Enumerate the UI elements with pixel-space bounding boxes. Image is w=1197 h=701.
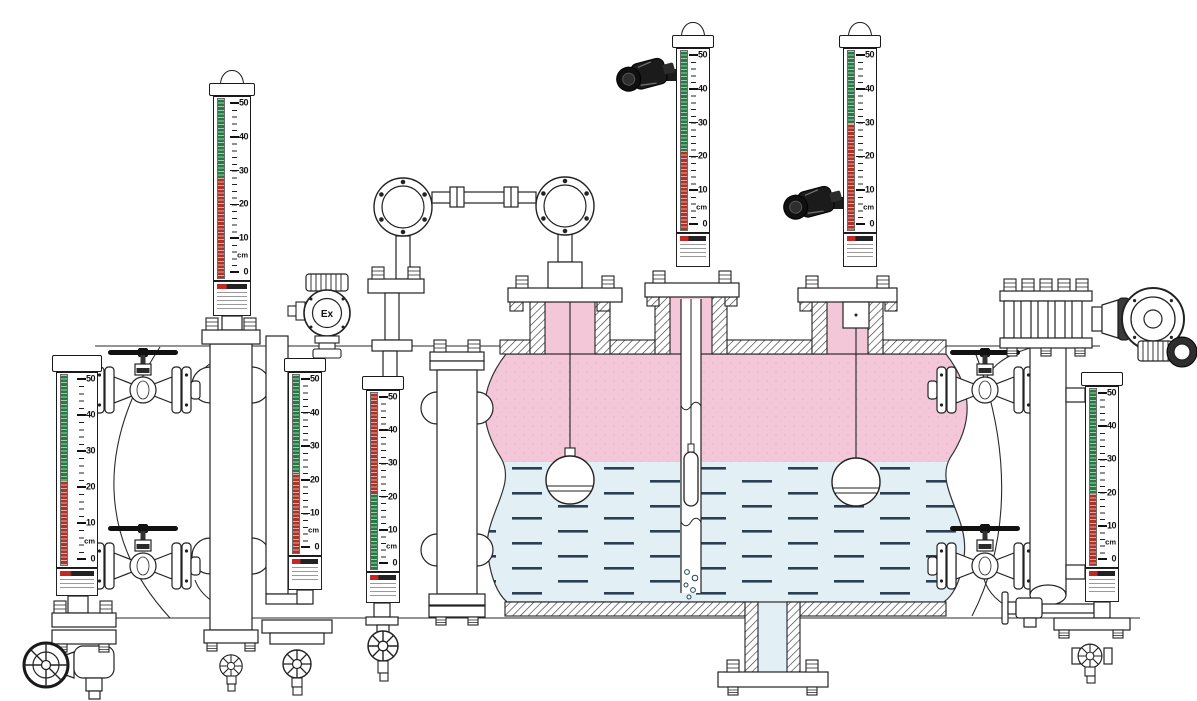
gauge-chamber-right [1029, 344, 1067, 596]
pulley-ring-left [373, 177, 433, 237]
drain-handwheel [22, 641, 70, 689]
spherical-float-left [545, 455, 595, 505]
ex-transmitter: Ex [287, 273, 351, 359]
bubbles [683, 569, 699, 600]
drain-valve [1077, 643, 1103, 669]
drain-valve [282, 649, 312, 679]
ex-marking: Ex [321, 309, 334, 320]
left-gauge-group [22, 315, 271, 700]
stilling-well [680, 299, 702, 600]
plain-chamber [436, 369, 478, 595]
tank-internals [545, 299, 881, 600]
middle-gauge-group: Ex [261, 273, 494, 696]
pulley-ring-right [535, 176, 595, 236]
isolation-valve-bottom-left [85, 523, 201, 590]
displacer-float [683, 451, 699, 507]
tank-vessel [484, 270, 968, 696]
isolation-valve-top-left [85, 347, 201, 414]
gauge-chamber-left [209, 343, 253, 631]
remote-transmitter-head [1117, 287, 1197, 368]
spherical-float-right [831, 301, 881, 507]
level-switches [613, 53, 846, 224]
right-gauge-group [927, 278, 1197, 684]
float-pulley-assembly [367, 176, 595, 378]
drain-valve [219, 654, 243, 678]
needle-valve [1015, 597, 1043, 619]
drain-valve [367, 630, 399, 662]
tank-walls [499, 296, 947, 673]
